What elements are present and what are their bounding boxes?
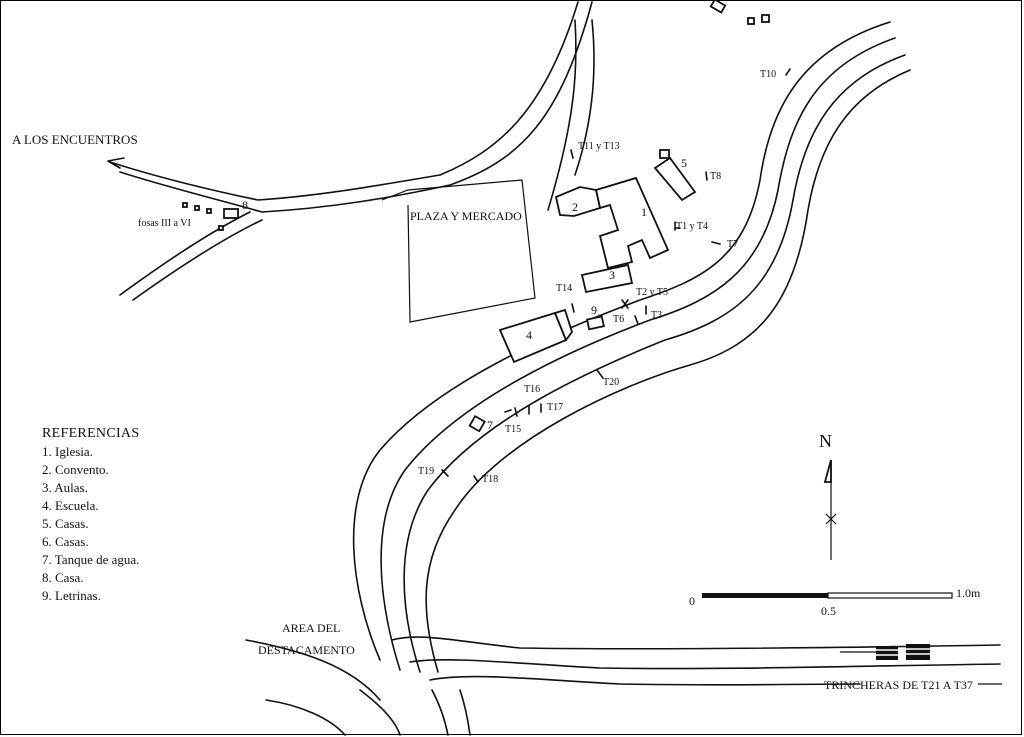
building-number-9: 9 [591,303,597,317]
legend-item-aulas: 3. Aulas. [42,480,88,495]
arrow-encuentros [107,157,125,169]
trench-label-t16: T16 [524,384,541,395]
plaza-outline [381,179,536,323]
trench-label-t19: T19 [418,466,435,477]
fosa-marker-1 [182,202,188,208]
label-north: N [819,431,832,451]
legend-item-tanque: 7. Tanque de agua. [42,552,140,567]
building-number-1: 1 [641,205,647,219]
lower-road-1 [245,639,381,701]
north-arrow-head [823,459,832,483]
fosa-marker-2 [194,205,200,211]
main-road-line-2 [380,37,896,671]
scale-label-max: 1.0m [956,586,981,600]
legend-item-convento: 2. Convento. [42,462,109,477]
building-1-iglesia [594,176,670,270]
trench-ticks [441,68,791,483]
lower-road-2 [391,636,1001,650]
main-road-line-1 [352,21,891,661]
lower-road-3 [409,659,1001,670]
lower-road-4 [429,675,861,686]
legend-item-letrinas: 9. Letrinas. [42,588,101,603]
building-top-2 [747,17,755,25]
scale-bar-open [827,592,953,599]
legend-item-casas-5: 5. Casas. [42,516,89,531]
main-road-line-4 [425,69,911,673]
lower-road-5 [359,689,401,736]
building-9-letrinas [586,315,605,331]
building-number-2: 2 [572,200,578,214]
lower-road-6 [431,689,449,736]
trench-label-t6: T6 [613,314,625,325]
trench-label-t11-t13: T11 y T13 [578,141,620,152]
building-2-convento [554,186,602,217]
trincheras-symbol-b [906,644,930,660]
building-5-small [659,149,670,159]
north-arrow-cross [825,513,837,525]
lower-road-7 [459,689,471,736]
building-number-5: 5 [681,156,687,170]
label-area-2: DESTACAMENTO [258,643,355,657]
building-number-8: 8 [242,198,248,212]
building-top-1 [709,0,727,14]
label-to-encuentros: A LOS ENCUENTROS [12,132,138,147]
label-area-1: AREA DEL [282,621,341,635]
road-north-edge [547,19,577,211]
building-3-aulas [580,263,634,294]
trench-label-t10: T10 [760,69,777,80]
building-4-annex [553,308,573,342]
trench-label-t14: T14 [556,283,573,294]
trench-label-t3: T3 [651,310,663,321]
scale-label-zero: 0 [689,594,695,608]
building-number-3: 3 [609,268,615,282]
road-southwest-edge-a [119,211,251,296]
building-top-3 [761,14,770,23]
legend-item-casa: 8. Casa. [42,570,84,585]
trench-label-t15: T15 [505,424,522,435]
trench-label-t7: T7 [727,239,739,250]
road-southwest-edge-b [132,219,263,301]
trincheras-symbol-a [876,646,898,660]
trincheras-stripes [876,648,930,656]
legend-item-iglesia: 1. Iglesia. [42,444,93,459]
trench-label-t17: T17 [547,402,564,413]
scale-label-half: 0.5 [821,604,836,618]
building-number-7: 7 [487,418,493,432]
fosa-marker-4 [218,225,224,231]
fosa-marker-3 [206,208,212,214]
legend-item-escuela: 4. Escuela. [42,498,99,513]
label-plaza: PLAZA Y MERCADO [410,209,522,223]
trench-label-t8: T8 [710,171,722,182]
label-fosas: fosas III a VI [138,218,191,229]
building-number-4: 4 [526,328,532,342]
main-road-line-3 [403,54,906,673]
trench-label-t20: T20 [603,377,620,388]
road-west-lower-edge [119,1,593,213]
road-west-upper-edge [109,1,579,201]
road-north-edge-2 [574,19,595,176]
building-5-casas [653,156,697,202]
building-7-tanque [468,414,486,433]
building-4-escuela [498,311,568,364]
legend: REFERENCIAS 1. Iglesia. 2. Convento. 3. … [42,425,139,605]
lower-road-8 [265,699,346,736]
trench-label-t18: T18 [482,474,499,485]
trench-label-t1-t4: T1 y T4 [676,221,709,232]
label-trincheras: TRINCHERAS DE T21 A T37 [824,678,973,692]
building-8-casa [223,208,239,219]
legend-item-casas-6: 6. Casas. [42,534,89,549]
scale-bar-solid [702,593,828,598]
trench-label-t2-t5: T2 y T5 [636,287,669,298]
legend-title: REFERENCIAS [42,426,140,441]
